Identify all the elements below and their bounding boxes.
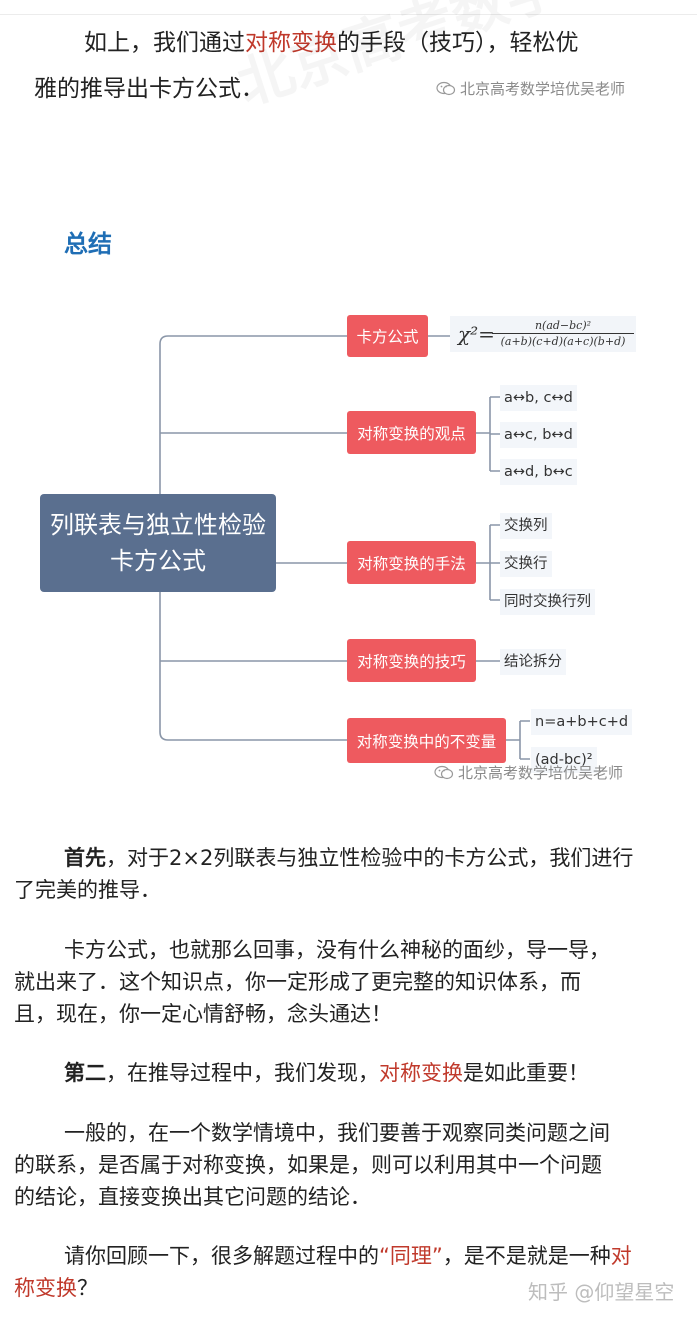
node-chi-square-formula: 卡方公式: [347, 315, 428, 357]
zhihu-watermark: 知乎 @仰望星空: [528, 1280, 675, 1304]
para5-highlight-start: 对: [610, 1244, 632, 1268]
intro-line-1: 如上，我们通过对称变换的手段（技巧），轻松优: [84, 26, 697, 60]
para1-line-1: 首先，对于2×2列联表与独立性检验中的卡方公式，我们进行: [14, 842, 674, 874]
intro-text-b: 的手段（技巧），轻松优: [337, 30, 579, 56]
watermark-top: 北京高考数学培优吴老师: [436, 78, 625, 99]
para3-highlight: 对称变换: [379, 1061, 463, 1085]
para5-text-b: ，是不是就是一种: [442, 1244, 611, 1268]
para2-line-3: 且，现在，你一定心情舒畅，念头通达！: [14, 998, 674, 1030]
para3-line-1: 第二，在推导过程中，我们发现，对称变换是如此重要！: [14, 1057, 674, 1089]
para4-line-3: 的结论，直接变换出其它问题的结论．: [14, 1181, 674, 1213]
para4-line-2: 的联系，是否属于对称变换，如果是，则可以利用其中一个问题: [14, 1149, 674, 1181]
para5-line-1: 请你回顾一下，很多解题过程中的“同理”，是不是就是一种对: [14, 1240, 674, 1272]
para2-line-1: 卡方公式，也就那么回事，没有什么神秘的面纱，导一导，: [14, 934, 674, 966]
para4-text-1: 一般的，在一个数学情境中，我们要善于观察同类问题之间: [64, 1121, 610, 1145]
para1-text-2: 了完美的推导．: [14, 878, 161, 902]
para5-highlight-end: 称变换: [14, 1276, 77, 1300]
intro-text-2: 雅的推导出卡方公式．: [34, 76, 264, 102]
node-symmetry-technique: 对称变换的技巧: [347, 639, 476, 682]
section-heading: 总结: [64, 230, 112, 258]
para5-highlight-tongli: “同理”: [379, 1244, 443, 1268]
leaf-total-n: n=a+b+c+d: [531, 709, 633, 735]
intro-line-2: 雅的推导出卡方公式．: [34, 72, 694, 106]
para2-line-2: 就出来了．这个知识点，你一定形成了更完整的知识体系，而: [14, 966, 674, 998]
para5-question-mark: ？: [77, 1276, 98, 1300]
formula-numerator: n(ad−bc)²: [492, 318, 634, 334]
watermark-mindmap: 北京高考数学培优吴老师: [434, 762, 623, 783]
formula-lhs: χ²=: [458, 322, 495, 346]
wechat-icon: [436, 81, 456, 96]
intro-highlight: 对称变换: [245, 30, 337, 56]
para5-text: 请你回顾一下，很多解题过程中的: [64, 1244, 379, 1268]
mindmap-connectors: [159, 335, 530, 760]
intro-text: 如上，我们通过: [84, 30, 245, 56]
para1-line-2: 了完美的推导．: [14, 874, 674, 906]
trunk-line: [159, 335, 347, 494]
leaf-swap-ab-cd: a↔b, c↔d: [500, 385, 577, 411]
para2-text-2: 就出来了．这个知识点，你一定形成了更完整的知识体系，而: [14, 970, 581, 994]
formula-fraction: n(ad−bc)² (a+b)(c+d)(a+c)(b+d): [492, 318, 634, 349]
leaf-swap-rows-columns: 同时交换行列: [500, 589, 595, 615]
para4-text-2: 的联系，是否属于对称变换，如果是，则可以利用其中一个问题: [14, 1153, 602, 1177]
node-symmetry-method: 对称变换的手法: [347, 541, 476, 584]
para3-text: ，在推导过程中，我们发现，: [106, 1061, 379, 1085]
bracket-invariant: [506, 720, 530, 760]
chi-square-formula: χ²= n(ad−bc)² (a+b)(c+d)(a+c)(b+d): [450, 316, 636, 352]
para4-text-3: 的结论，直接变换出其它问题的结论．: [14, 1185, 371, 1209]
leaf-swap-ac-bd: a↔c, b↔d: [500, 422, 577, 448]
leaf-swap-columns: 交换列: [500, 513, 552, 539]
leaf-swap-rows: 交换行: [500, 551, 552, 577]
para3-lead: 第二: [64, 1061, 106, 1085]
para3-text-end: 是如此重要！: [463, 1061, 589, 1085]
para2-text-3: 且，现在，你一定心情舒畅，念头通达！: [14, 1002, 392, 1026]
watermark-text: 北京高考数学培优吴老师: [460, 80, 626, 98]
node-symmetry-viewpoint: 对称变换的观点: [347, 411, 476, 454]
trunk-line-lower: [159, 592, 347, 741]
bracket-viewpoint: [476, 396, 500, 472]
node-symmetry-invariant: 对称变换中的不变量: [347, 718, 506, 763]
root-title-line-1: 列联表与独立性检验: [50, 511, 266, 539]
watermark-text: 北京高考数学培优吴老师: [458, 764, 624, 782]
formula-denominator: (a+b)(c+d)(a+c)(b+d): [500, 335, 626, 348]
bracket-method: [476, 524, 500, 601]
leaf-swap-ad-bc: a↔d, b↔c: [500, 459, 577, 485]
para5-line-2: 称变换？: [14, 1272, 674, 1304]
para1-lead: 首先: [64, 846, 106, 870]
mindmap-root: 列联表与独立性检验 卡方公式: [40, 494, 276, 592]
para4-line-1: 一般的，在一个数学情境中，我们要善于观察同类问题之间: [14, 1117, 674, 1149]
para1-text: ，对于2×2列联表与独立性检验中的卡方公式，我们进行: [106, 846, 634, 870]
top-divider: [0, 14, 697, 15]
para2-text-1: 卡方公式，也就那么回事，没有什么神秘的面纱，导一导，: [64, 938, 610, 962]
root-title-line-2: 卡方公式: [110, 547, 206, 575]
wechat-icon: [434, 765, 454, 780]
leaf-conclusion-split: 结论拆分: [500, 649, 566, 675]
leaf-ad-bc-squared: (ad-bc)²: [531, 747, 597, 773]
